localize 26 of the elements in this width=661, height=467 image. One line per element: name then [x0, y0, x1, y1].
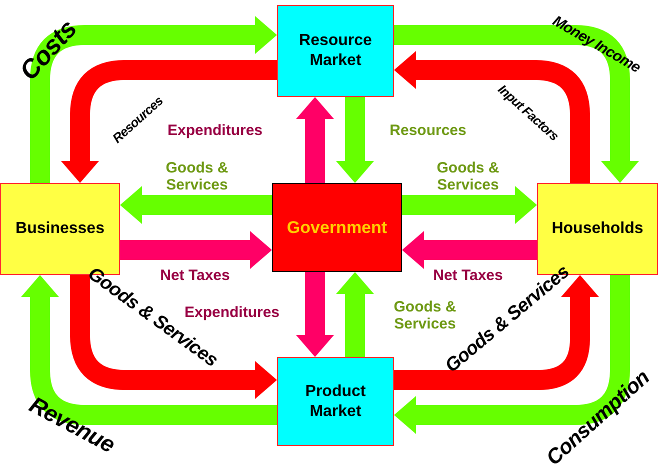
flow-arrow	[336, 272, 374, 357]
flow-arrow	[296, 272, 334, 357]
flow-arrow	[21, 275, 277, 425]
edge-label: Net Taxes	[432, 268, 504, 284]
market-box: Product Market	[277, 357, 394, 446]
flow-arrow	[402, 231, 537, 269]
edge-label: Net Taxes	[159, 268, 231, 284]
flow-arrow	[336, 97, 374, 183]
edge-label: Expenditures	[166, 122, 264, 140]
edge-label: Goods & Services	[392, 300, 456, 332]
flow-arrow	[61, 60, 277, 183]
edge-label: Resources	[388, 122, 468, 140]
flow-arrow	[120, 231, 272, 269]
edge-label: Goods & Services	[436, 160, 500, 194]
flow-arrow	[70, 275, 277, 399]
flow-arrow	[120, 186, 272, 224]
flow-arrow	[394, 51, 590, 183]
edge-label: Goods & Services	[164, 160, 230, 194]
flow-arrow	[394, 25, 639, 183]
flow-arrow	[30, 16, 277, 183]
flow-arrow	[296, 97, 334, 183]
flow-arrow	[394, 275, 630, 434]
flow-arrow	[394, 275, 599, 390]
sector-box: Government	[272, 183, 402, 272]
flow-arrow	[402, 186, 537, 224]
market-box: Resource Market	[277, 5, 394, 97]
